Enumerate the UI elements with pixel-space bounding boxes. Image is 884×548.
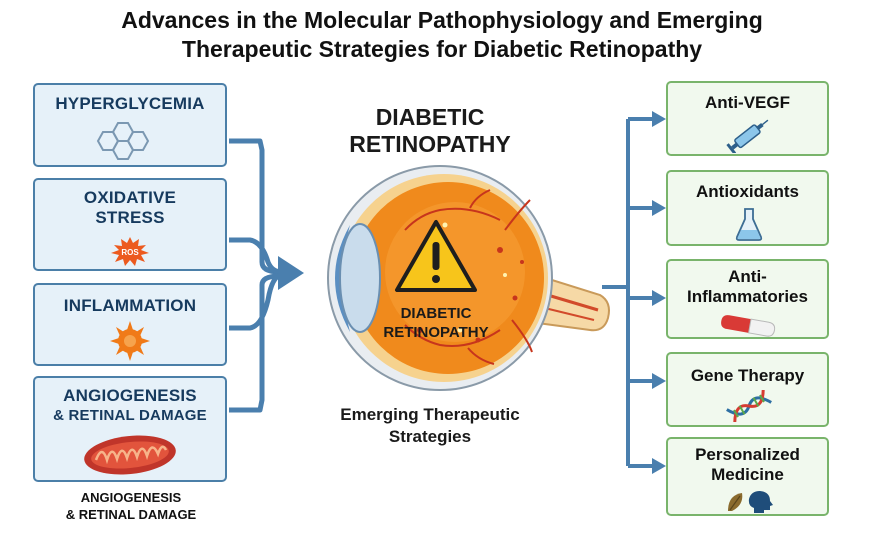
arrowhead-anti-vegf xyxy=(652,111,666,127)
therapy-label-personalized-line1: Personalized xyxy=(695,445,800,464)
arrowhead-personalized xyxy=(652,458,666,474)
cause-box-inflammation: INFLAMMATION xyxy=(33,283,227,366)
therapy-label-antioxidants: Antioxidants xyxy=(696,182,799,201)
therapy-box-antioxidants: Antioxidants xyxy=(666,170,829,246)
connector-inflammation xyxy=(229,271,283,331)
arrowhead-anti-inflammatories xyxy=(652,290,666,306)
therapy-label-gene-therapy: Gene Therapy xyxy=(690,366,805,385)
dna-icon xyxy=(726,390,772,422)
cause-box-oxidative-stress: OXIDATIVE STRESS ROS xyxy=(33,178,227,271)
therapy-box-anti-inflammatories: Anti- Inflammatories xyxy=(666,259,829,339)
cause-label-oxidative-line2: STRESS xyxy=(95,208,165,227)
therapy-box-anti-vegf: Anti-VEGF xyxy=(666,81,829,156)
connector-oxidative xyxy=(229,237,283,275)
ros-splat-icon: ROS xyxy=(111,237,149,266)
syringe-icon xyxy=(726,119,769,153)
leaf-head-icon xyxy=(728,491,773,513)
center-title: DIABETIC RETINOPATHY xyxy=(305,104,555,158)
cause-label-angiogenesis-line1: ANGIOGENESIS xyxy=(63,386,197,405)
hexagon-molecule-icon xyxy=(96,122,150,160)
cause-label-angiogenesis-line2: & RETINAL DAMAGE xyxy=(53,407,207,424)
center-subtitle: Emerging Therapeutic Strategies xyxy=(305,404,555,448)
angiogenesis-footnote: ANGIOGENESIS & RETINAL DAMAGE xyxy=(33,489,229,523)
flask-icon xyxy=(735,208,763,241)
arrowhead-gene-therapy xyxy=(652,373,666,389)
center-title-line2: RETINOPATHY xyxy=(349,131,511,157)
center-subtitle-line2: Strategies xyxy=(388,427,472,446)
connector-hyperglycemia xyxy=(229,138,281,275)
connector-angiogenesis xyxy=(229,273,281,413)
therapy-box-personalized-medicine: Personalized Medicine xyxy=(666,437,829,516)
capsule-icon xyxy=(721,315,776,337)
therapy-box-gene-therapy: Gene Therapy xyxy=(666,352,829,427)
cause-label-oxidative-line1: OXIDATIVE xyxy=(83,188,177,207)
title-line-2: Therapeutic Strategies for Diabetic Reti… xyxy=(181,36,703,62)
footnote-line2: & RETINAL DAMAGE xyxy=(65,507,197,522)
cause-label-inflammation: INFLAMMATION xyxy=(63,296,197,315)
cause-box-angiogenesis: ANGIOGENESIS & RETINAL DAMAGE xyxy=(33,376,227,482)
left-arrowhead xyxy=(278,256,304,290)
spiky-cell-icon xyxy=(110,321,150,361)
cause-box-hyperglycemia: HYPERGLYCEMIA xyxy=(33,83,227,167)
therapy-label-anti-inflammatories-line1: Anti- xyxy=(728,267,767,286)
therapy-label-anti-inflammatories-line2: Inflammatories xyxy=(687,287,808,306)
footnote-line1: ANGIOGENESIS xyxy=(80,490,182,505)
arrowhead-antioxidants xyxy=(652,200,666,216)
mitochondrion-icon xyxy=(84,435,176,475)
ros-text: ROS xyxy=(121,248,139,257)
therapy-label-anti-vegf: Anti-VEGF xyxy=(705,93,790,112)
diagram-title: Advances in the Molecular Pathophysiolog… xyxy=(0,6,884,64)
therapy-label-personalized-line2: Medicine xyxy=(711,465,784,484)
cause-label-hyperglycemia: HYPERGLYCEMIA xyxy=(55,94,205,113)
center-subtitle-line1: Emerging Therapeutic xyxy=(340,405,520,424)
center-title-line1: DIABETIC xyxy=(375,104,485,130)
title-line-1: Advances in the Molecular Pathophysiolog… xyxy=(121,7,763,33)
